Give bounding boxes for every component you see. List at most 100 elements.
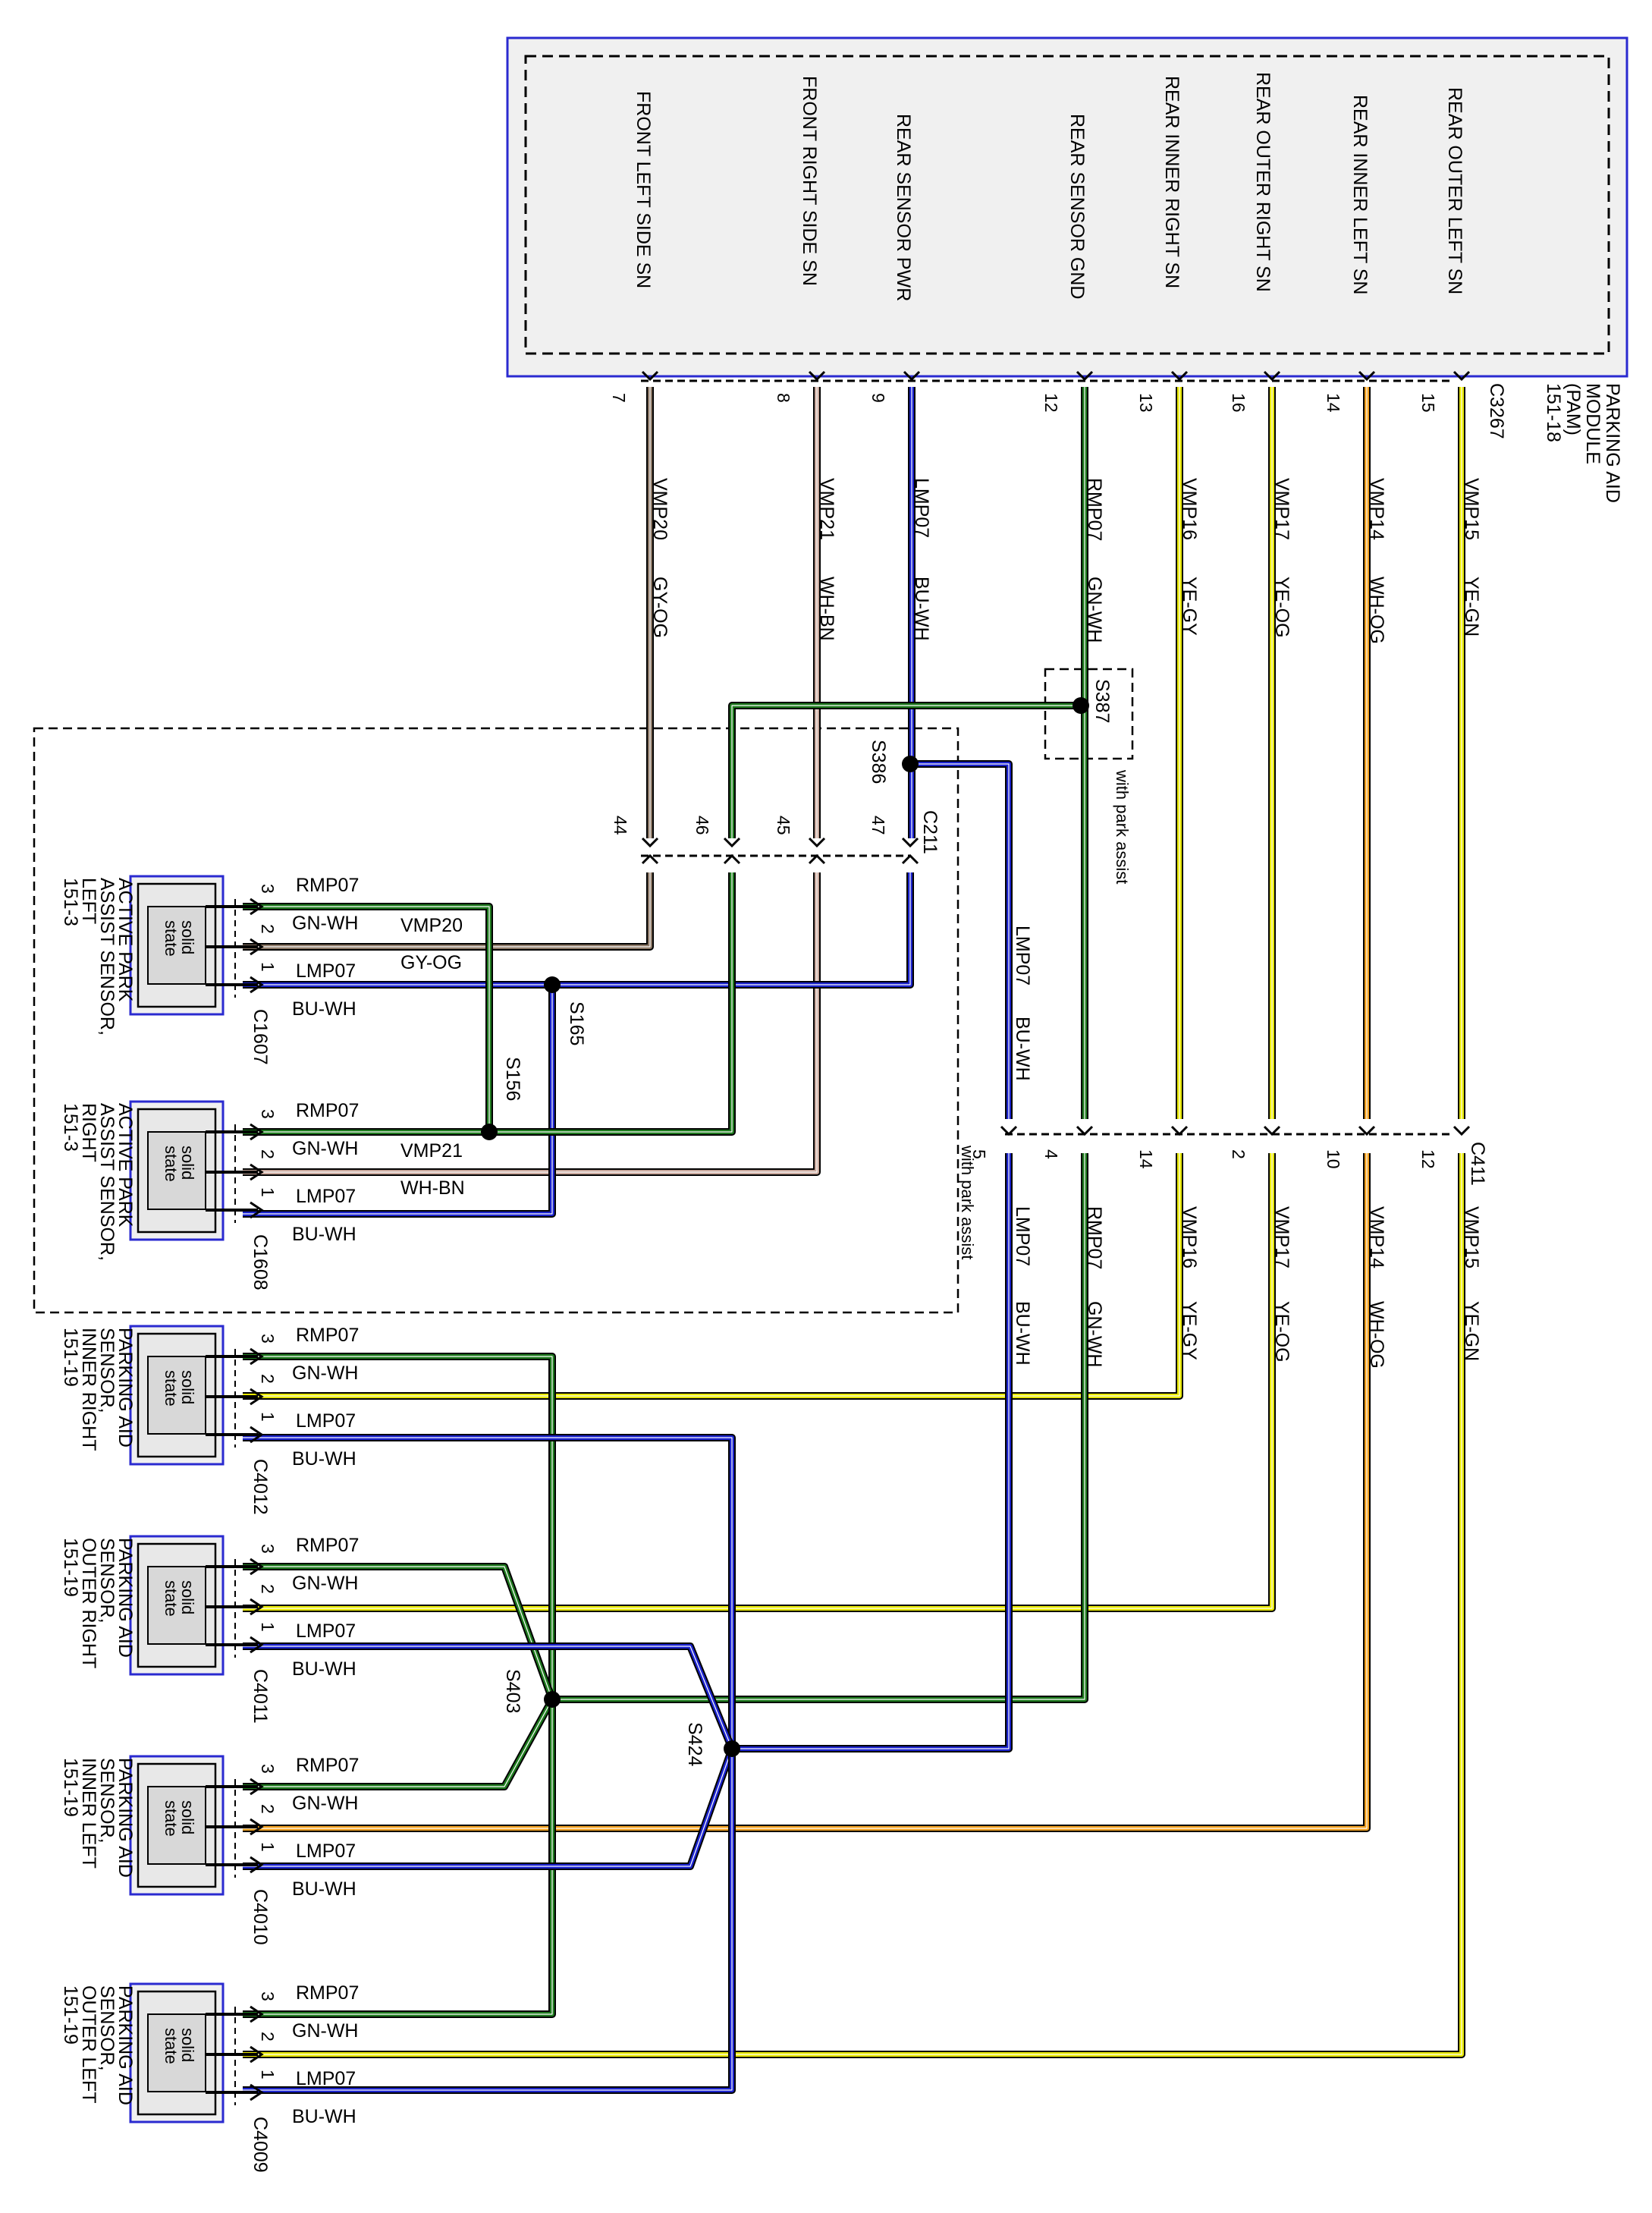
splice-label-s156: S156 [502,1057,523,1101]
sensor-c4012-pin-arrow-0 [250,1347,264,1366]
c411-pin-12: 12 [1418,1149,1438,1169]
sensor-c1608-w3-color: GN-WH [292,1138,358,1159]
module-pin-label-rear-outer-right: REAR OUTER RIGHT SN [1252,72,1274,292]
module-pin-8: 8 [774,393,793,403]
module-pin-16: 16 [1229,393,1248,413]
module-pin-12: 12 [1041,393,1061,413]
sensor-c1607-pin-arrow-0 [250,897,264,916]
sensor-c4009-name-line-2: SENSOR, [96,1985,118,2071]
sensor-c4009-name-line-3: OUTER LEFT [78,1985,99,2104]
wire-rmp07-to-s403-stripe [552,1153,1085,1700]
s386-color-bu-wh: BU-WH [1012,1017,1033,1081]
c411-chevron-2 [1170,1125,1189,1136]
wire-lmp07-s424-c4010-stripe [243,1748,733,1867]
sensor-c4010-pin-arrow-2 [250,1856,264,1874]
c411-chevron-3 [1263,1125,1281,1136]
sensor-c1607-w1-color: BU-WH [292,998,356,1020]
wire-vmp17-to-c4011 [243,1153,1276,1612]
trunk-color-vmp14: WH-OG [1366,577,1387,644]
c411-pin-4: 4 [1041,1149,1061,1159]
sensor-c1607-pin-number-2: 1 [258,962,278,972]
sensor-c4010-element [147,1786,206,1865]
active-park-assist-region [33,727,959,1314]
c411-chevron-0 [1000,1125,1018,1136]
sensor-c4012-element-line-2: state [162,1370,181,1407]
c411-pin-10: 10 [1324,1149,1343,1169]
trunk-color-vmp21: WH-BN [816,577,837,641]
sensor-c1607-pin-number-1: 2 [258,924,278,934]
sensor-c4012-w3-circuit: RMP07 [296,1325,359,1346]
sensor-c4011-w3-color: GN-WH [292,1573,358,1594]
sensor-c1608-name-line-2: ASSIST SENSOR, [96,1103,118,1261]
c411-color-ye-og: YE-OG [1271,1301,1292,1363]
sensor-c4011-pin-number-2: 1 [258,1622,278,1632]
sensor-c4012-name-line-2: SENSOR, [96,1328,118,1413]
sensor-c4011-name-line-4: 151-19 [60,1538,81,1597]
sensor-c4010-pin-arrow-1 [250,1818,264,1836]
c411-circuit-vmp14: VMP14 [1366,1206,1387,1268]
trunk-color-vmp16: YE-GY [1179,577,1200,636]
splice-s156 [481,1124,498,1140]
sensor-c4009-element-line-1: solid [178,2028,197,2062]
sensor-c1607-w1-circuit: LMP07 [296,960,356,982]
sensor-c1608-w3-circuit: RMP07 [296,1100,359,1121]
c411-circuit-vmp17: VMP17 [1271,1206,1292,1268]
sensor-c1607-name-line-4: 151-3 [60,878,81,926]
sensor-c1607-name-line-3: LEFT [78,878,99,924]
module-pin-label-rear-inner-right: REAR INNER RIGHT SN [1161,76,1182,288]
trunk-wire-labels: VMP20 GY-OG VMP21 WH-BN LMP07 BU-WH RMP0… [649,478,1482,1081]
c211-chevron-down-2 [808,837,826,848]
wire-rmp07-to-s403-outline [552,1153,1088,1703]
c411-chevron-1 [1076,1125,1094,1136]
sensor-c1608-pin-arrow-1 [250,1163,264,1181]
wire-lmp07-s424-c4010 [243,1747,736,1870]
wire-lmp07-to-s424 [732,1153,1013,1752]
connector-label-c1607: C1607 [250,1009,271,1065]
sensor-c1608-pin-number-0: 3 [258,1109,278,1119]
module-pin-14: 14 [1324,393,1343,413]
c3267-chevron-3 [1076,370,1094,382]
parking-aid-module: FRONT LEFT SIDE SN FRONT RIGHT SIDE SN R… [506,36,1628,503]
sensor-c4012-name-line-4: 151-19 [60,1328,81,1387]
c211-pin-44: 44 [611,816,630,835]
sensor-c1608-w1-color: BU-WH [292,1224,356,1245]
wire-rmp07-to-s403-core [552,1153,1087,1702]
sensor-c4011-w1-color: BU-WH [292,1658,356,1680]
c411-circuit-lmp07: LMP07 [1012,1206,1033,1266]
sensor-c4010-w1-color: BU-WH [292,1878,356,1900]
sensor-c4009-pin-number-2: 1 [258,2070,278,2079]
sensor-c1607-element [147,906,206,985]
c211-chevron-up-3 [901,853,919,865]
sensor-c1608-pin-number-1: 2 [258,1149,278,1159]
wire-vmp17-to-c4011-stripe [243,1153,1273,1609]
module-pin-label-rear-outer-left: REAR OUTER LEFT SN [1444,87,1465,294]
sensor-c4009-w1-circuit: LMP07 [296,2068,356,2089]
sensor-c4011-pin-arrow-2 [250,1636,264,1654]
sensor-c4010-name-line-4: 151-19 [60,1758,81,1817]
sensor-c1608-w1-circuit: LMP07 [296,1186,356,1207]
c3267-chevron-7 [1453,370,1471,382]
sensor-c4011-element [147,1566,206,1645]
c3267-chevron-2 [903,370,921,382]
sensor-c4010-name-line-1: PARKING AID [115,1758,136,1878]
wire-lmp07-s165-to-c1608-stripe [243,985,553,1215]
wire-vmp15-to-c4009 [243,1153,1465,2058]
wire-rmp07-s403-c4011 [243,1563,556,1701]
sensor-c4012-w3-color: GN-WH [292,1363,358,1384]
sensor-c4010-pin-number-1: 2 [258,1804,278,1814]
splice-label-s386: S386 [868,740,889,784]
sensor-c4009-name-line-1: PARKING AID [115,1985,136,2105]
splice-label-s424: S424 [684,1722,705,1766]
sensor-c4012-pin-arrow-1 [250,1388,264,1406]
sensor-c4009-pin-arrow-0 [250,2005,264,2023]
s386-circuit-lmp07: LMP07 [1012,926,1033,985]
wire-lmp07-s424-c4009 [243,1749,736,2094]
sensor-c4009-pin-arrow-2 [250,2083,264,2101]
c411-color-wh-og: WH-OG [1366,1301,1387,1369]
wire-lmp07-to-c1607-stripe [243,872,911,985]
sensor-c1607-w2-circuit: VMP20 [400,915,463,936]
sensor-c4011-w3-circuit: RMP07 [296,1535,359,1556]
connector-label-c411: C411 [1467,1142,1488,1186]
